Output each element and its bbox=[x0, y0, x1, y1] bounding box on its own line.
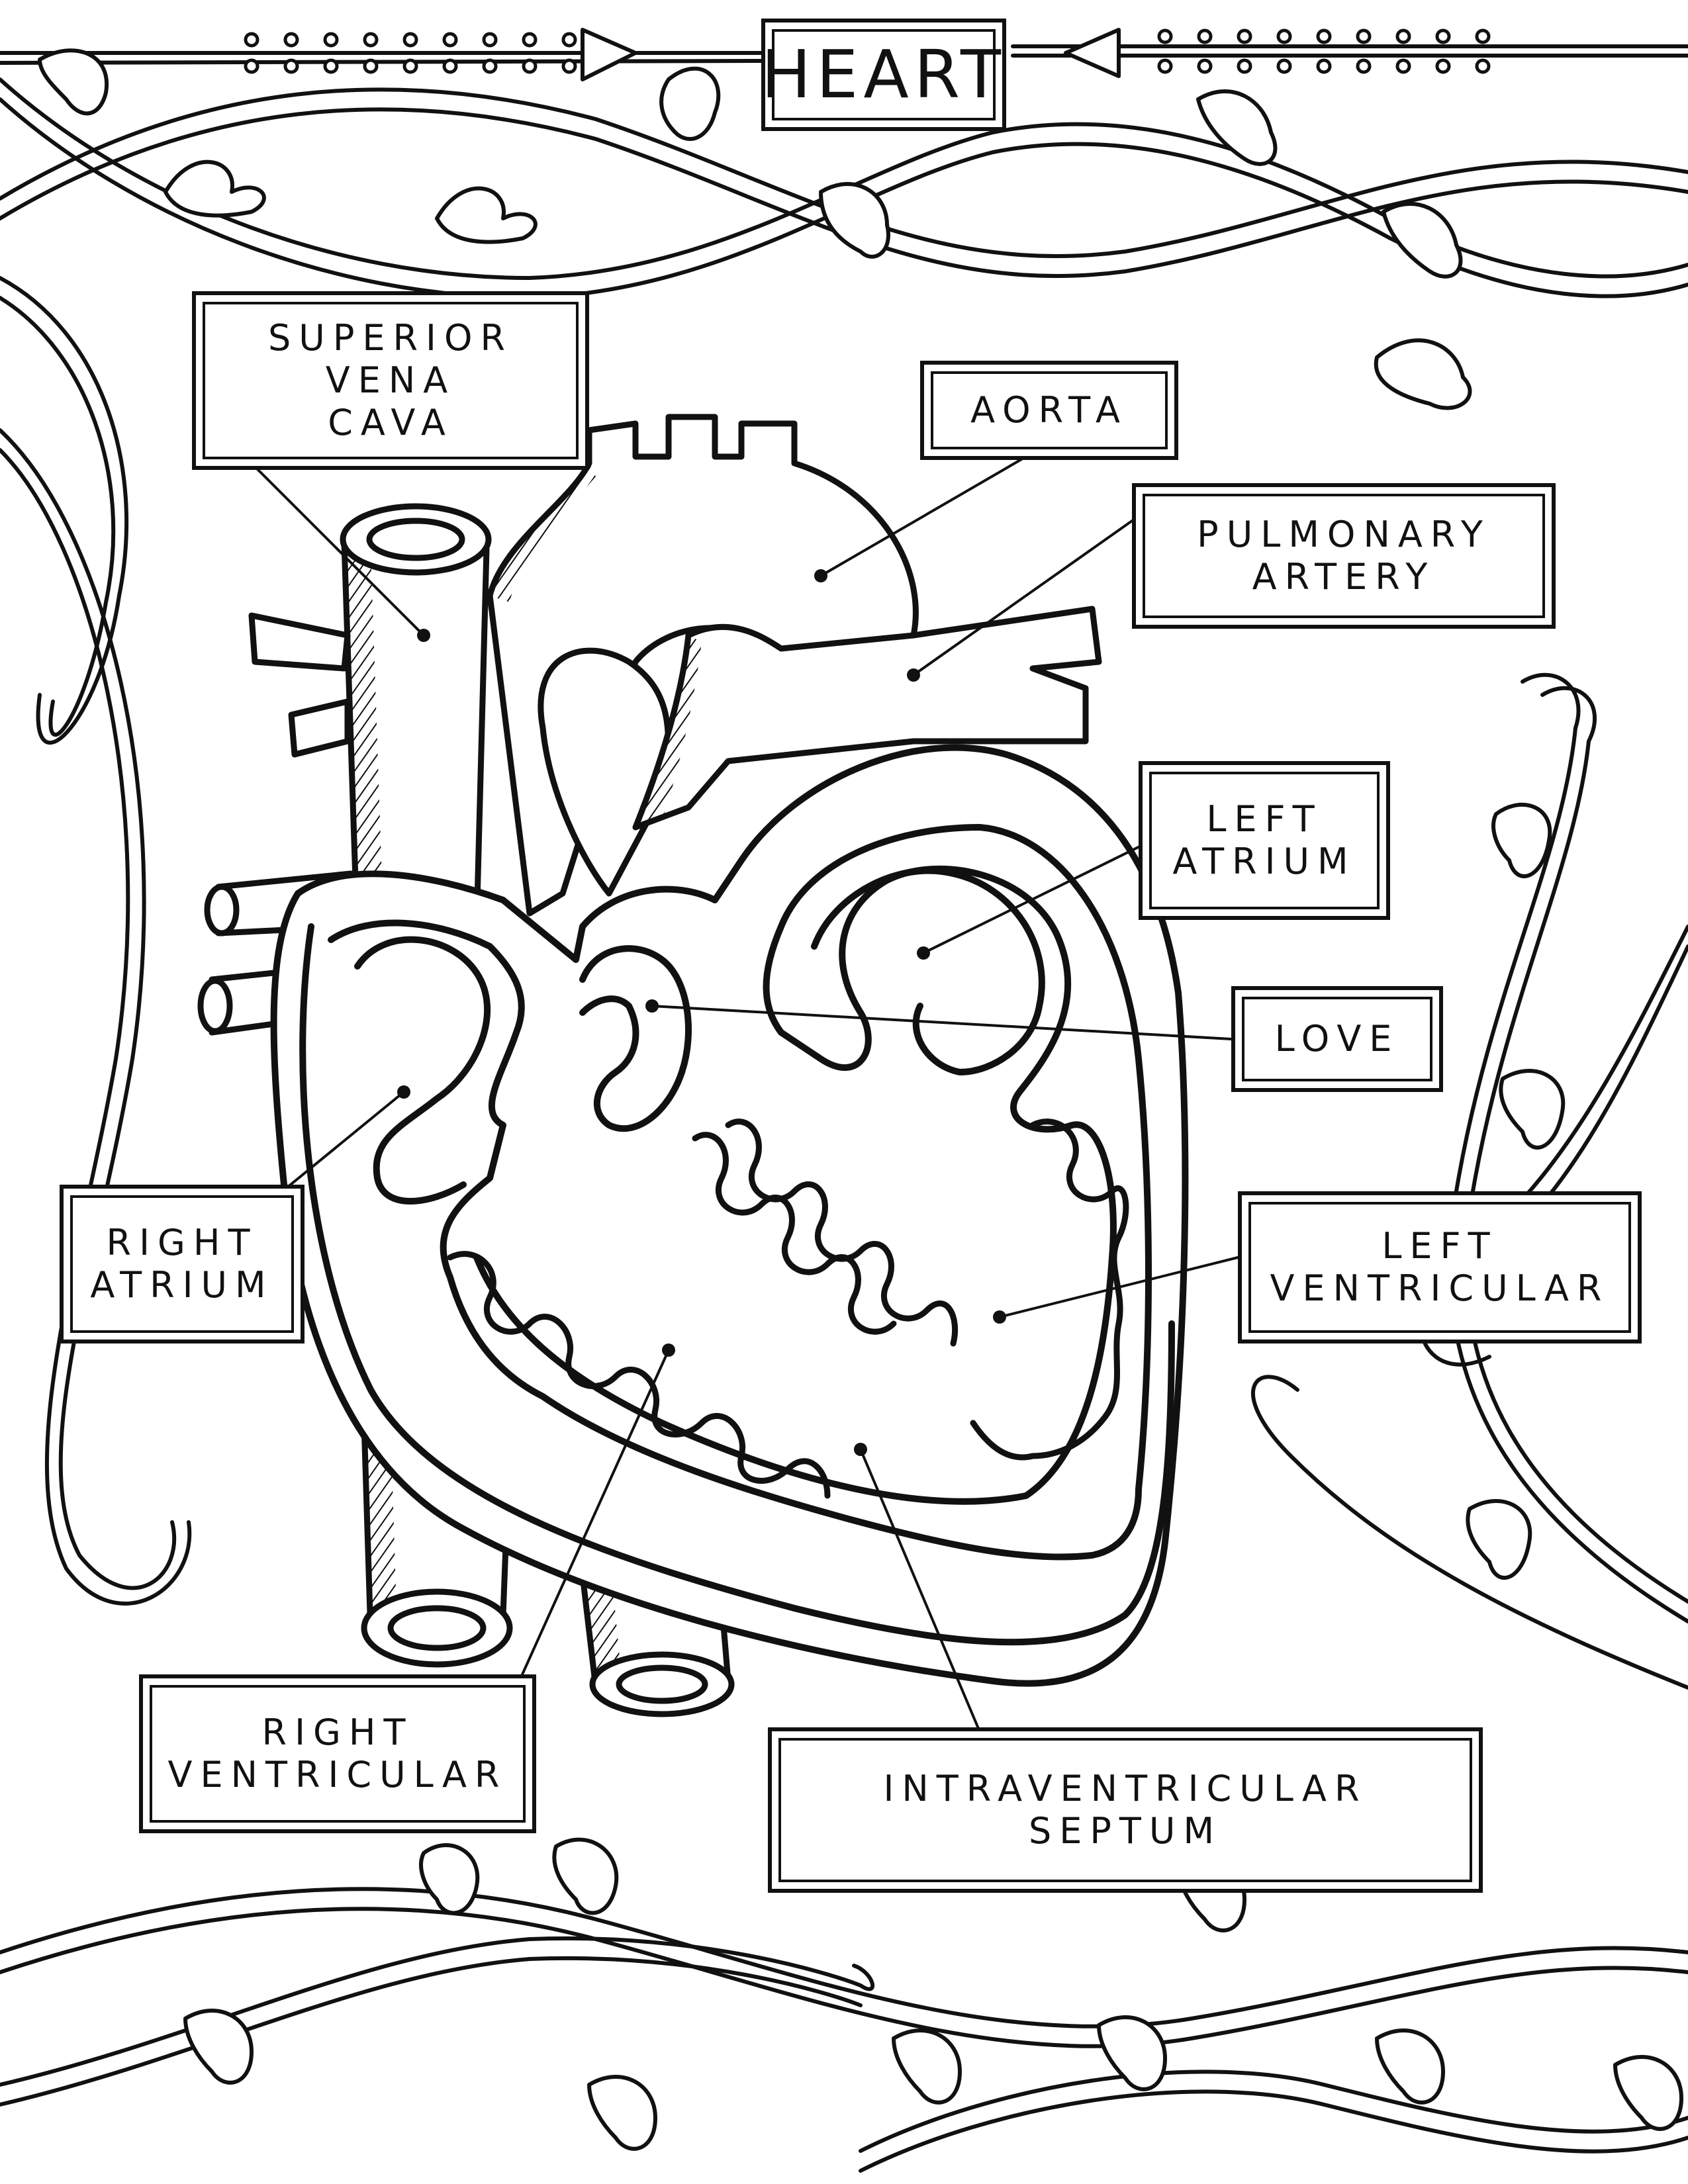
heart-body-drawing bbox=[270, 744, 1189, 1687]
banner-arrows bbox=[581, 28, 1121, 81]
right-atrium-text: RIGHT ATRIUM bbox=[90, 1222, 274, 1306]
leaf-decorations bbox=[38, 48, 1566, 1580]
intraventricular-septum-text: INTRAVENTRICULAR SEPTUM bbox=[883, 1768, 1368, 1852]
leader-dots bbox=[397, 569, 1006, 1456]
love-text: LOVE bbox=[1274, 1018, 1400, 1060]
aorta-text: AORTA bbox=[970, 389, 1128, 432]
pulmonary-artery-text: PULMONARY ARTERY bbox=[1197, 514, 1491, 598]
label-love: LOVE bbox=[1231, 986, 1443, 1092]
label-left-atrium: LEFT ATRIUM bbox=[1139, 761, 1390, 920]
ventricle-trabeculae bbox=[447, 1118, 1129, 1499]
label-left-ventricular: LEFT VENTRICULAR bbox=[1238, 1191, 1642, 1343]
page-title: HEART bbox=[761, 36, 1007, 113]
leader-lines bbox=[250, 455, 1239, 1749]
superior-vena-cava-text: SUPERIOR VENA CAVA bbox=[268, 317, 513, 443]
right-ventricular-text: RIGHT VENTRICULAR bbox=[167, 1711, 508, 1796]
aorta-drawing bbox=[487, 414, 919, 917]
atria-drawing bbox=[354, 867, 1045, 1205]
left-ventricular-text: LEFT VENTRICULAR bbox=[1270, 1225, 1610, 1309]
label-right-atrium: RIGHT ATRIUM bbox=[60, 1185, 305, 1343]
title-banner: HEART bbox=[761, 19, 1006, 131]
label-superior-vena-cava: SUPERIOR VENA CAVA bbox=[192, 291, 589, 470]
label-aorta: AORTA bbox=[920, 361, 1178, 460]
label-intraventricular-septum: INTRAVENTRICULAR SEPTUM bbox=[768, 1727, 1483, 1893]
superior-vena-cava-drawing bbox=[197, 503, 492, 1036]
bottom-garland bbox=[0, 1887, 1688, 2173]
label-pulmonary-artery: PULMONARY ARTERY bbox=[1132, 483, 1556, 629]
label-right-ventricular: RIGHT VENTRICULAR bbox=[139, 1674, 536, 1833]
pulmonary-artery-drawing bbox=[632, 606, 1102, 831]
left-atrium-text: LEFT ATRIUM bbox=[1172, 798, 1356, 882]
garland-dots bbox=[244, 28, 1491, 74]
